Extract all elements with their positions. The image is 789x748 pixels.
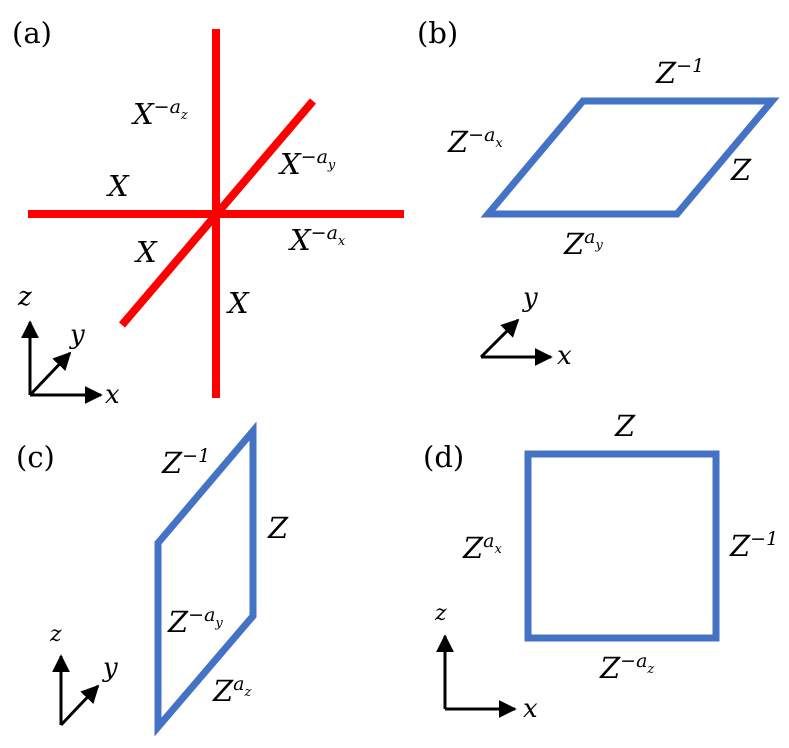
panel-c-label: (c)	[16, 440, 55, 474]
x-axis-label: x	[557, 341, 572, 371]
label-top: Z	[614, 409, 636, 443]
label-right: Z	[730, 153, 752, 187]
label-left: X	[106, 169, 130, 203]
panel-d: (d) Z Zax Z−1 Z−az z x	[423, 409, 778, 724]
plaquette-yz	[154, 421, 257, 737]
z-axis-label: z	[49, 622, 62, 647]
x-axis-label: x	[105, 380, 120, 410]
panel-a-label: (a)	[12, 16, 52, 50]
label-bottom: Zay	[563, 226, 603, 261]
label-right: Z	[267, 511, 289, 545]
axes-b: y x	[479, 283, 572, 371]
label-diag-down: X	[134, 235, 158, 269]
y-axis-arrow	[59, 684, 100, 727]
y-axis-label: y	[522, 283, 538, 313]
label-right: Z−1	[729, 528, 778, 563]
panel-a: (a) X−az X−ay X X−ax X X z y	[12, 16, 404, 410]
label-top: Z−1	[161, 445, 210, 480]
plaquette-xz	[524, 450, 720, 642]
z-axis-label: z	[434, 601, 447, 626]
panel-c: (c) Z−1 Z Z−ay Zaz z y	[16, 421, 289, 737]
label-bottom: Zaz	[212, 673, 251, 708]
label-up: X−az	[131, 96, 188, 131]
label-down: X	[226, 286, 250, 320]
panel-b: (b) Z−1 Z−ax Z Zay y x	[417, 16, 780, 371]
z-axis-label: z	[17, 282, 32, 312]
y-axis-label: y	[102, 653, 118, 683]
cross-diagonal-line	[118, 98, 317, 328]
label-bottom: Z−az	[599, 650, 654, 685]
label-top: Z−1	[655, 55, 704, 90]
label-inside: Z−ay	[167, 604, 223, 639]
y-axis-arrow	[28, 351, 72, 397]
cross-operator	[28, 29, 404, 398]
axes-a: z y x	[17, 282, 120, 410]
label-left: Z−ax	[447, 124, 503, 159]
axes-c: z y	[49, 622, 118, 727]
y-axis-label: y	[69, 320, 85, 350]
plaquette-xy	[480, 97, 780, 218]
label-right: X−ax	[288, 222, 346, 257]
label-left: Zax	[462, 530, 502, 565]
panel-b-label: (b)	[417, 16, 458, 50]
x-axis-label: x	[523, 694, 538, 724]
y-axis-arrow	[479, 318, 520, 359]
label-diag-up: X−ay	[278, 146, 336, 181]
panel-d-label: (d)	[423, 440, 464, 474]
axes-d: z x	[434, 601, 538, 724]
